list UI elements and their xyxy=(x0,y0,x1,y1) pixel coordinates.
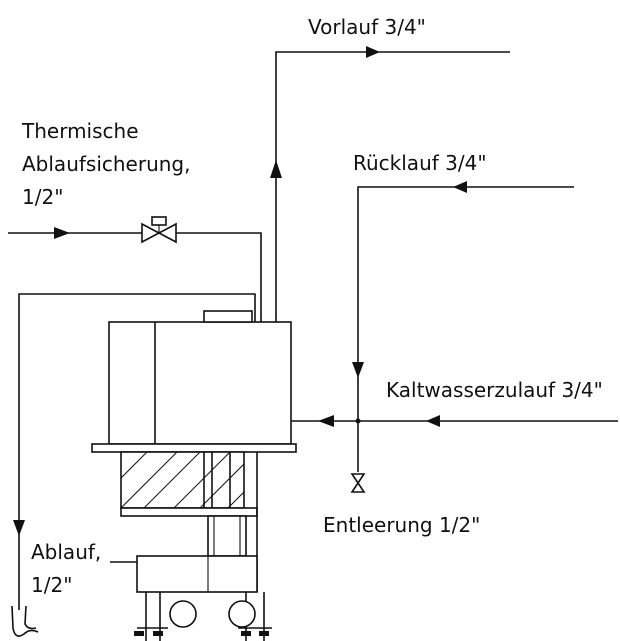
vorlauf-label: Vorlauf 3/4" xyxy=(308,15,426,39)
stove-unit xyxy=(91,310,297,641)
valve-icon xyxy=(141,216,177,244)
stove-plate xyxy=(91,443,297,453)
stove-feet xyxy=(134,592,272,641)
thermische-flow-arrow xyxy=(54,227,70,239)
bottom-connection-right-icon xyxy=(228,600,256,628)
ruecklauf-label: Rücklauf 3/4" xyxy=(353,151,487,175)
kaltwasser-flow-arrow-left xyxy=(318,415,334,427)
thermische-ablaufsicherung-pipe xyxy=(8,216,262,322)
thermische-label-line3: 1/2" xyxy=(22,185,63,209)
stove-bottom-body xyxy=(136,555,258,593)
ruecklauf-flow-arrow xyxy=(453,181,467,193)
kaltwasser-flow-arrow-right xyxy=(426,415,440,427)
entleerung-label: Entleerung 1/2" xyxy=(323,513,480,537)
vorlauf-pipe xyxy=(270,46,510,322)
ruecklauf-pipe xyxy=(352,181,574,472)
kaltwasserzulauf-pipe xyxy=(267,415,618,427)
ablauf-label-line2: 1/2" xyxy=(31,573,72,597)
thermische-label-line2: Ablaufsicherung, xyxy=(22,152,191,176)
bottom-connection-left-icon xyxy=(169,600,197,628)
stove-top-box xyxy=(108,321,292,445)
stove-glass xyxy=(120,451,245,509)
ruecklauf-down-arrow xyxy=(352,362,364,378)
vorlauf-up-arrow xyxy=(270,160,282,178)
stove-top-flap xyxy=(203,310,253,323)
vorlauf-flow-arrow xyxy=(366,46,380,58)
drain-funnel-icon xyxy=(11,605,39,637)
ablauf-label-line1: Ablauf, xyxy=(31,540,101,564)
kaltwasser-label: Kaltwasserzulauf 3/4" xyxy=(386,378,603,402)
ablauf-pipe xyxy=(11,293,256,637)
stove-base-bar xyxy=(120,507,258,517)
entleerung-valve-icon xyxy=(350,473,366,493)
thermische-label-line1: Thermische xyxy=(21,119,139,143)
ablauf-down-arrow xyxy=(13,520,25,536)
